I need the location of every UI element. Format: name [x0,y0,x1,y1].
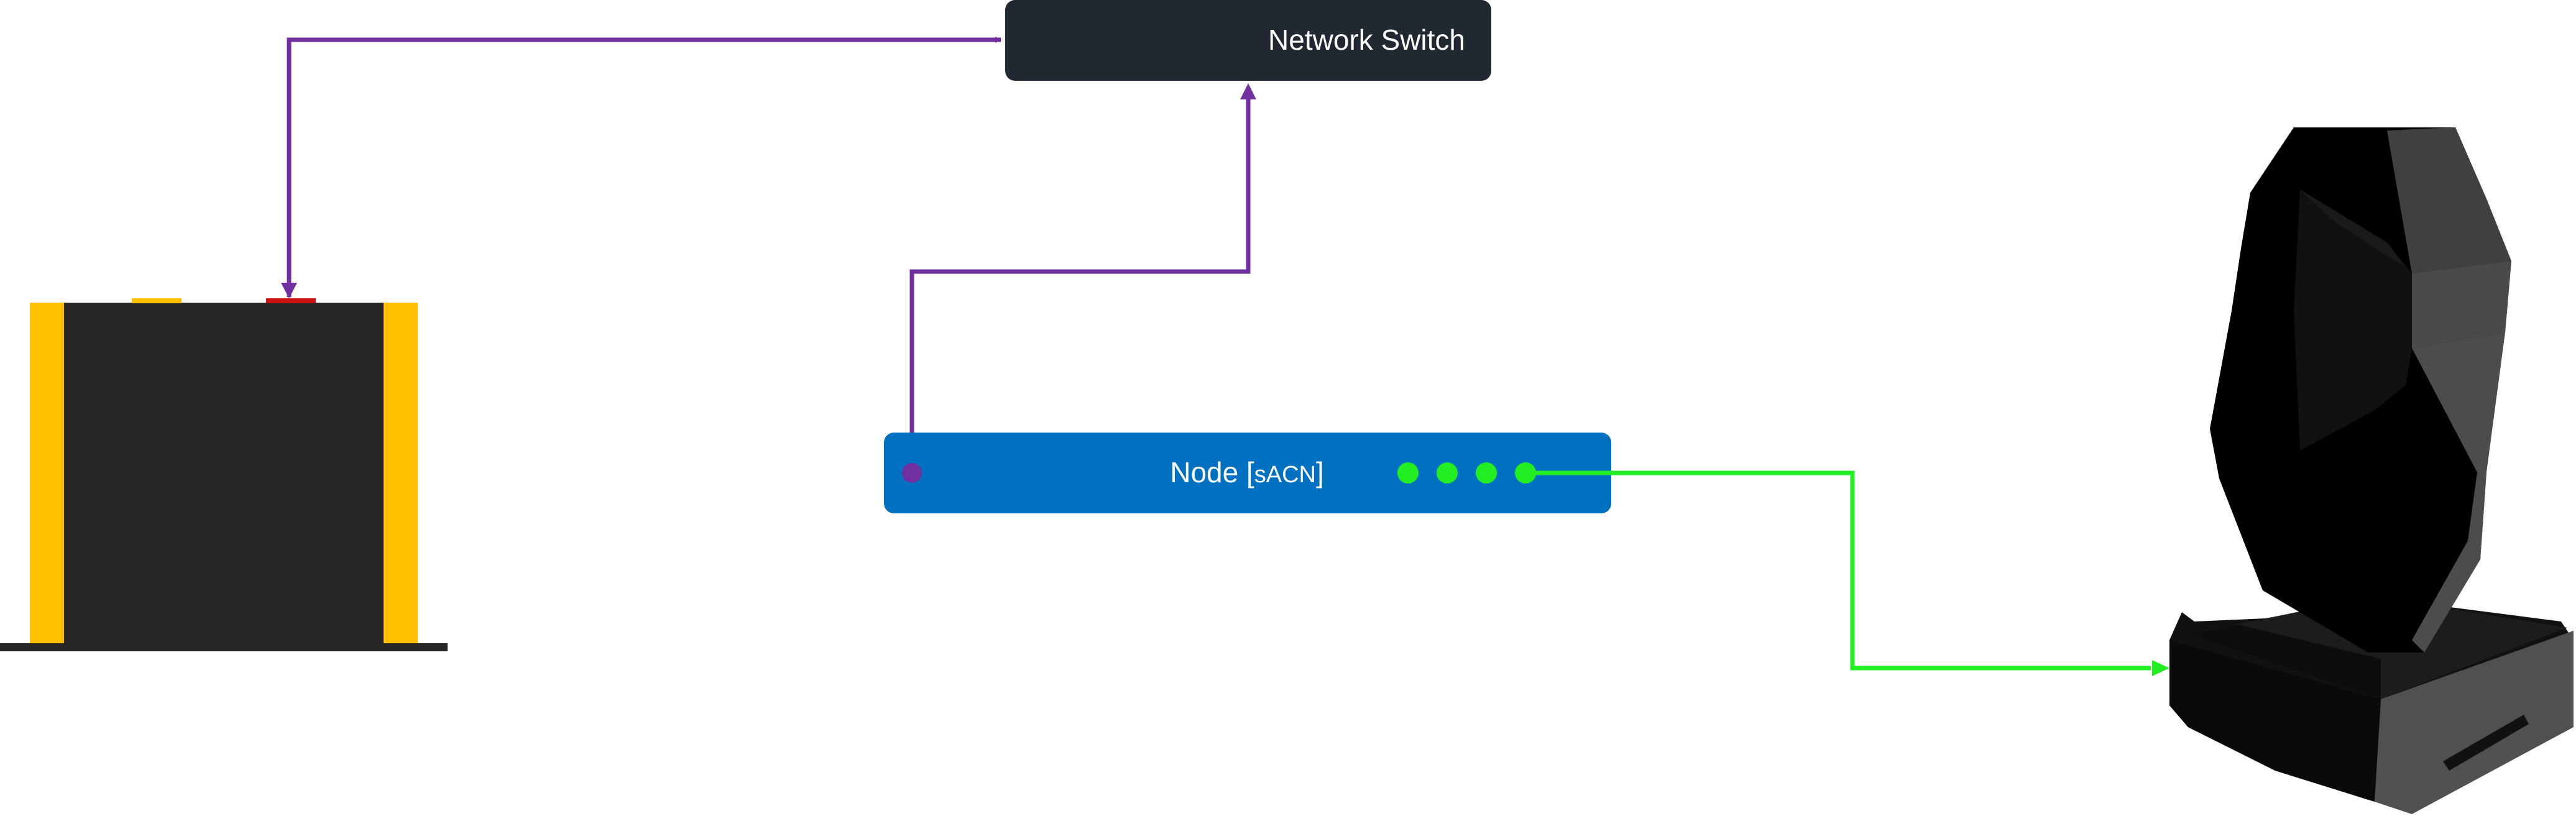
network-switch: Network Switch [1005,0,1491,81]
console-body [64,303,384,643]
dmx-link [1525,470,2151,671]
node-box [884,433,1611,513]
node-dmx-port-3 [1476,462,1497,484]
network-switch-box [1005,0,1491,81]
node-dmx-port-1 [1397,462,1419,484]
node-network-port [902,463,922,483]
node-switch-link [909,87,1251,471]
node-protocol: sACN [1254,462,1316,488]
node-label: Node [sACN] [1170,456,1324,488]
moving-head-fixture-icon [2169,127,2574,814]
console-right-rail [384,303,418,643]
node-name: Node [1170,456,1238,488]
console-switch-link [287,37,1001,297]
lighting-console-icon [0,298,448,651]
console-red-button [266,298,316,303]
console-left-rail [30,303,64,643]
console-base [0,643,448,651]
console-amber-button [132,298,182,303]
node: Node [sACN] [884,433,1611,513]
network-switch-label: Network Switch [1268,24,1465,56]
node-dmx-port-2 [1437,462,1458,484]
